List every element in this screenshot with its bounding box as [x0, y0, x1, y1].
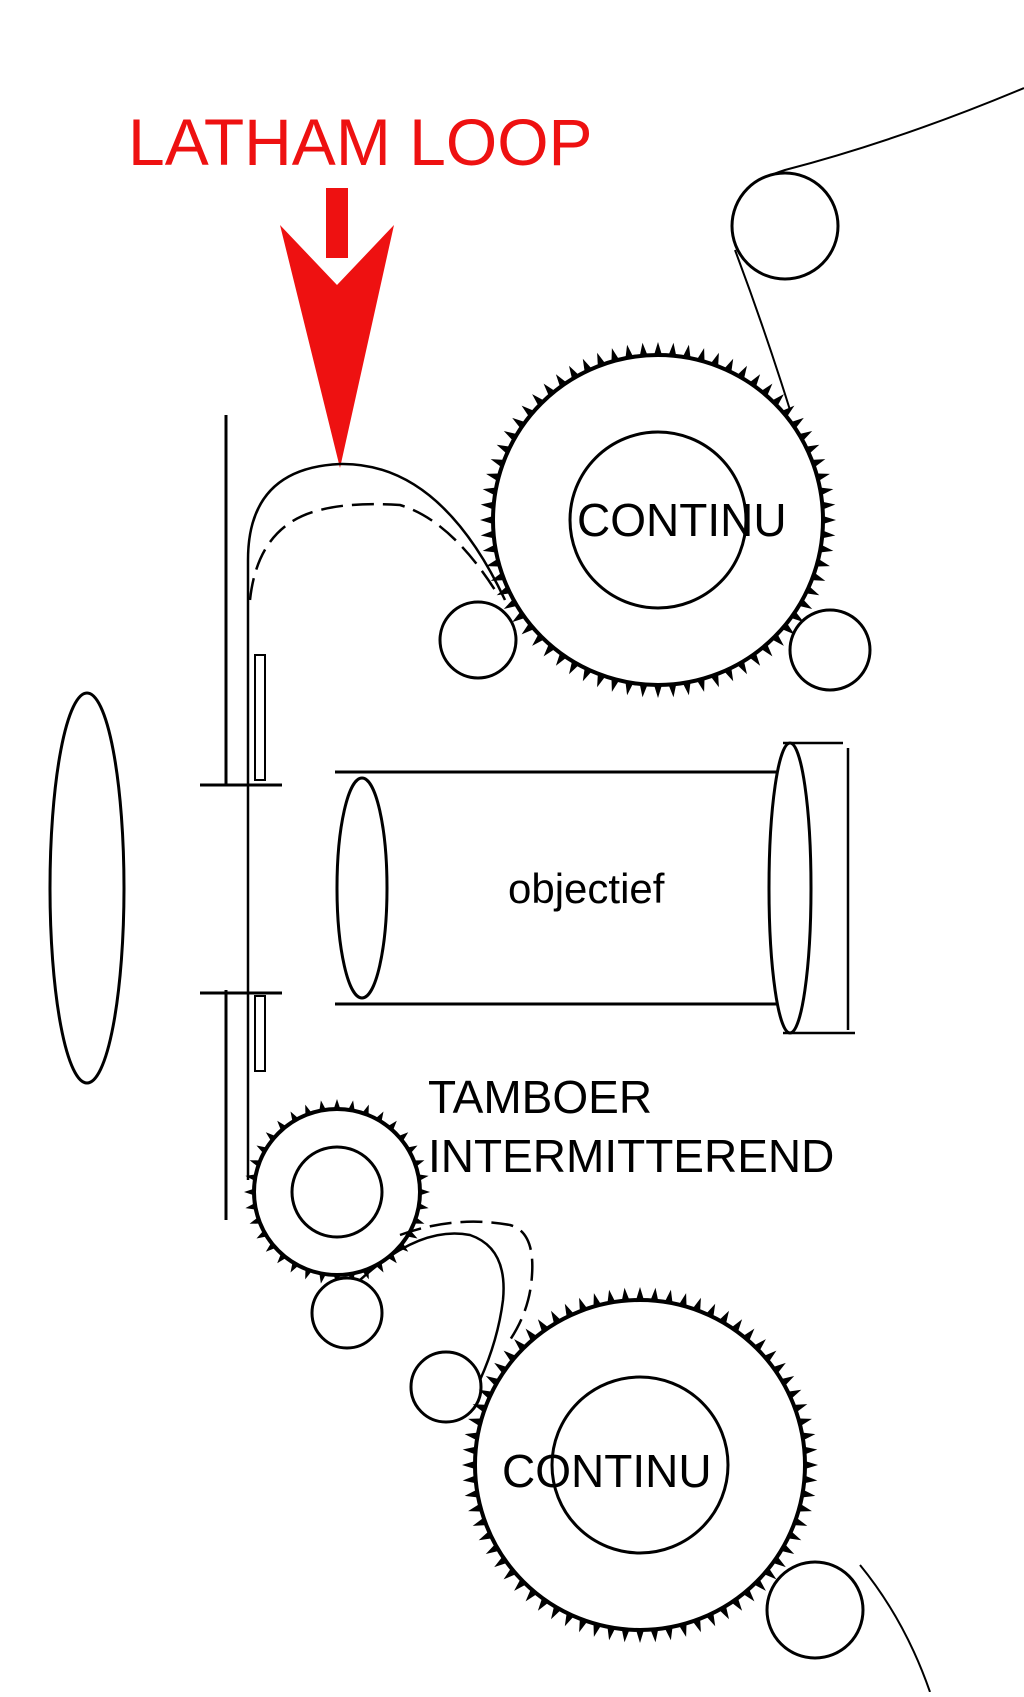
bottom-right-roller — [765, 1560, 865, 1660]
upper-sprocket-label: CONTINU — [577, 494, 787, 546]
intermittent-sprocket — [244, 1099, 430, 1285]
upper-sprocket-hub — [568, 430, 748, 610]
diagram-title: LATHAM LOOP — [128, 105, 593, 179]
lower-sprocket-hub — [550, 1375, 730, 1555]
upper-sprocket — [480, 342, 836, 698]
intermittent-pressure-roller — [310, 1276, 384, 1350]
upper-right-pressure-roller — [788, 608, 872, 692]
pressure-plate — [254, 654, 266, 1072]
latham-loop-arrow — [280, 188, 394, 468]
intermittent-label-line1: TAMBOER — [428, 1071, 652, 1123]
intermittent-label-line2: INTERMITTEREND — [428, 1130, 834, 1182]
upper-loop-solid — [246, 462, 507, 800]
film-strip-bottom — [859, 1564, 931, 1693]
film-strip-top-descent — [734, 249, 791, 411]
lower-loop-solid — [359, 1232, 505, 1381]
intermittent-sprocket-hub — [290, 1145, 384, 1239]
objective-lens — [335, 741, 855, 1035]
upper-loop-dashed — [248, 502, 497, 601]
lower-sprocket-label: CONTINU — [502, 1445, 712, 1497]
lower-sprocket — [462, 1287, 818, 1643]
objective-label: objectief — [508, 865, 665, 912]
lower-loop-dashed — [399, 1220, 534, 1341]
upper-left-pressure-roller — [438, 600, 518, 680]
lower-left-pressure-roller — [409, 1350, 483, 1424]
lamp-lens — [48, 691, 126, 1085]
top-idler-roller — [730, 171, 840, 281]
film-gate — [200, 415, 282, 1220]
